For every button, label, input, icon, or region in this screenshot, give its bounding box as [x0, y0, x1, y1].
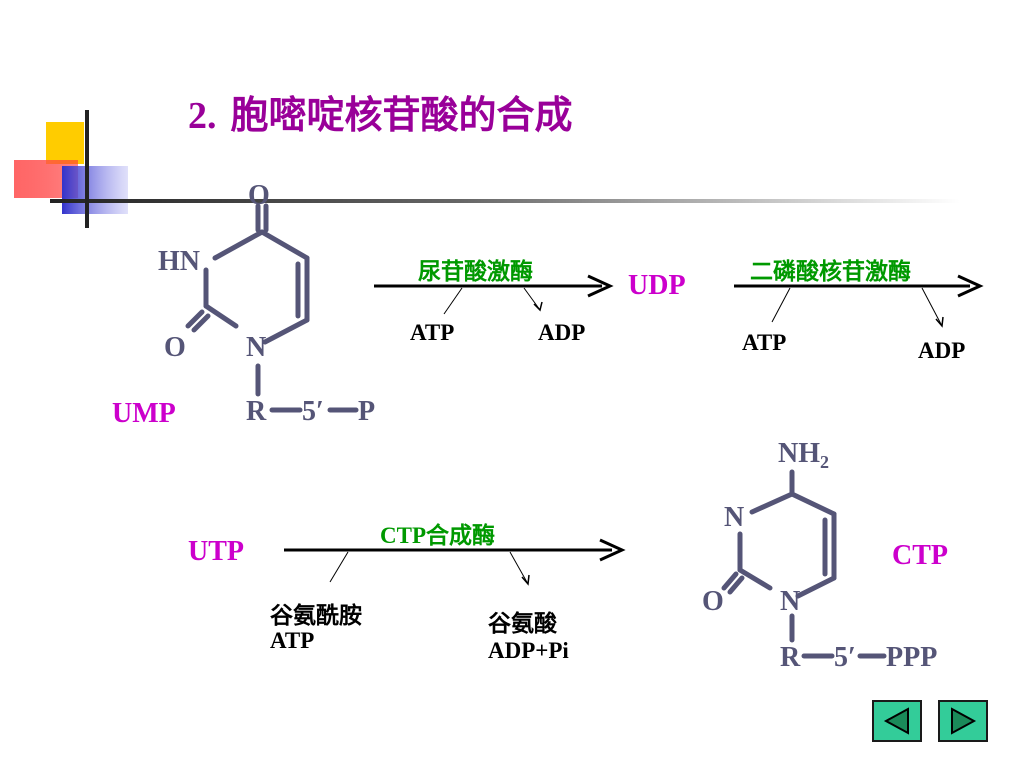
deco-horizontal-line — [50, 199, 960, 203]
deco-blue-square — [62, 166, 128, 214]
ump-atom-hn: HN — [158, 246, 200, 277]
ctp-atom-nh-sub: 2 — [820, 452, 829, 472]
ctp-atom-nh: NH — [778, 438, 820, 469]
reaction2-enzyme: 二磷酸核苷激酶 — [750, 259, 911, 284]
reaction2-arrow — [734, 274, 984, 328]
reaction3-atp: ATP — [270, 628, 315, 653]
ump-structure: O HN O N R 5′ P — [158, 180, 375, 427]
reaction1-atp: ATP — [410, 320, 455, 345]
page-title: 2. 胞嘧啶核苷酸的合成 — [188, 84, 573, 139]
ctp-label: CTP — [892, 540, 948, 571]
ctp-atom-ppp: PPP — [886, 642, 937, 673]
ctp-atom-r: R — [780, 642, 801, 673]
triangle-right-icon — [951, 707, 977, 735]
reaction3-adp-pi: ADP+Pi — [488, 638, 569, 663]
triangle-left-icon — [883, 707, 909, 735]
ump-atom-p: P — [358, 396, 375, 427]
ump-label: UMP — [112, 398, 176, 429]
ump-atom-r: R — [246, 396, 267, 427]
next-slide-button[interactable] — [938, 700, 988, 742]
ump-atom-o-left: O — [164, 332, 186, 363]
udp-label: UDP — [628, 270, 686, 301]
corner-decoration — [14, 110, 960, 228]
ctp-atom-nh2: NH2 — [778, 438, 829, 472]
reaction2-adp: ADP — [918, 338, 966, 363]
reaction2-atp: ATP — [742, 330, 787, 355]
ctp-atom-n-ring: N — [724, 502, 744, 533]
title-number: 2. — [188, 95, 217, 137]
reaction3-enzyme: CTP合成酶 — [380, 523, 495, 548]
ctp-atom-n: N — [780, 586, 800, 617]
ump-atom-5: 5′ — [302, 396, 324, 427]
reaction1-arrow — [374, 274, 614, 315]
ctp-structure: NH2 N O N R 5′ PPP — [702, 438, 937, 673]
reaction3-glutamate: 谷氨酸 — [488, 611, 557, 636]
previous-slide-button[interactable] — [872, 700, 922, 742]
ctp-atom-o-left: O — [702, 586, 724, 617]
ump-atom-n: N — [246, 332, 266, 363]
reaction1-enzyme: 尿苷酸激酶 — [418, 259, 533, 284]
utp-label: UTP — [188, 536, 244, 567]
reaction3-glutamine: 谷氨酰胺 — [270, 603, 362, 628]
title-text: 胞嘧啶核苷酸的合成 — [230, 95, 573, 137]
ctp-atom-5: 5′ — [834, 642, 856, 673]
ump-atom-o-top: O — [248, 180, 270, 211]
reaction1-adp: ADP — [538, 320, 586, 345]
deco-vertical-line — [85, 110, 89, 228]
deco-yellow-square — [46, 122, 84, 164]
reaction3-arrow — [284, 538, 626, 586]
